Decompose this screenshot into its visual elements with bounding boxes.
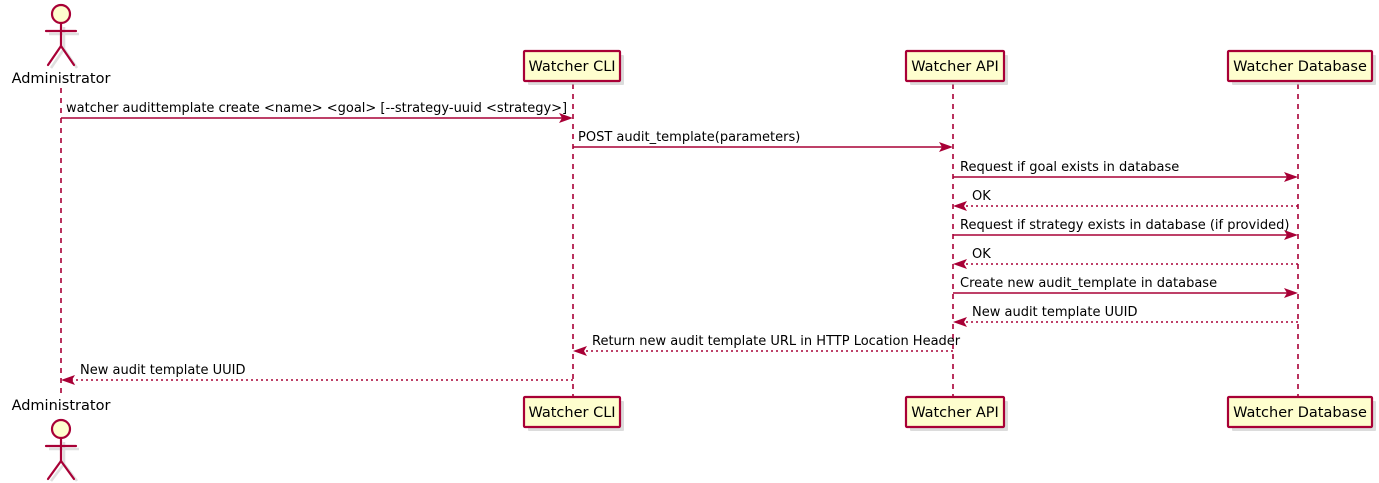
- arrowhead-right-icon: [1284, 288, 1298, 298]
- actor-admin-bottom-shadow: [49, 442, 79, 482]
- actor-body-icon: [44, 436, 78, 481]
- arrowhead-right-icon: [1284, 172, 1298, 182]
- message-9[interactable]: Return new audit template URL in HTTP Lo…: [573, 334, 961, 356]
- message-2[interactable]: POST audit_template(parameters): [573, 130, 953, 152]
- arrowhead-left-icon: [953, 317, 967, 327]
- message-3[interactable]: Request if goal exists in database: [953, 160, 1298, 182]
- message-10[interactable]: New audit template UUID: [61, 363, 573, 385]
- actor-body-icon: [44, 21, 78, 67]
- participant-label-api: Watcher API: [911, 59, 999, 75]
- participant-label-db: Watcher Database: [1233, 59, 1367, 75]
- message-5[interactable]: Request if strategy exists in database (…: [953, 218, 1298, 240]
- actor-label-admin-bottom: Administrator: [12, 398, 111, 414]
- message-label: watcher audittemplate create <name> <goa…: [66, 101, 567, 116]
- message-label: Return new audit template URL in HTTP Lo…: [592, 334, 961, 349]
- participant-label-cli: Watcher CLI: [528, 59, 615, 75]
- participant-box-cli[interactable]: [522, 49, 622, 83]
- arrowhead-left-icon: [61, 375, 75, 385]
- participant-label-cli: Watcher CLI: [528, 405, 615, 421]
- message-7[interactable]: Create new audit_template in database: [953, 276, 1298, 298]
- participant-api-bottom[interactable]: Watcher API: [904, 395, 1008, 431]
- participant-cli-top[interactable]: Watcher CLI: [522, 49, 624, 85]
- arrowhead-right-icon: [1284, 230, 1298, 240]
- participant-cli-bottom[interactable]: Watcher CLI: [522, 395, 624, 431]
- participant-box-db[interactable]: [1226, 395, 1374, 429]
- participant-box-cli[interactable]: [522, 395, 622, 429]
- message-label: New audit template UUID: [972, 305, 1137, 320]
- participant-db-top[interactable]: Watcher Database: [1226, 49, 1376, 85]
- message-6[interactable]: OK: [953, 247, 1298, 269]
- message-label: New audit template UUID: [80, 363, 245, 378]
- message-label: OK: [972, 247, 991, 262]
- actor-head-icon: [50, 418, 72, 440]
- participant-label-api: Watcher API: [911, 405, 999, 421]
- actor-label-admin-top: Administrator: [12, 71, 111, 87]
- message-label: OK: [972, 189, 991, 204]
- participant-box-api[interactable]: [904, 49, 1006, 83]
- message-label: Request if goal exists in database: [960, 160, 1179, 175]
- actor-head-icon: [50, 3, 72, 25]
- message-1[interactable]: watcher audittemplate create <name> <goa…: [61, 101, 573, 123]
- actor-admin-bottom[interactable]: Administrator: [12, 398, 111, 482]
- participant-box-db[interactable]: [1226, 49, 1374, 83]
- participant-db-bottom[interactable]: Watcher Database: [1226, 395, 1376, 431]
- message-label: Request if strategy exists in database (…: [960, 218, 1289, 233]
- message-label: Create new audit_template in database: [960, 276, 1217, 291]
- arrowhead-right-icon: [559, 113, 573, 123]
- arrowhead-left-icon: [953, 259, 967, 269]
- actor-admin-top-shadow: [49, 27, 79, 69]
- message-label: POST audit_template(parameters): [578, 130, 800, 145]
- arrowhead-left-icon: [953, 201, 967, 211]
- actor-admin-top[interactable]: Administrator: [12, 3, 111, 87]
- participant-box-api[interactable]: [904, 395, 1006, 429]
- message-4[interactable]: OK: [953, 189, 1298, 211]
- arrowhead-left-icon: [573, 346, 587, 356]
- message-8[interactable]: New audit template UUID: [953, 305, 1298, 327]
- arrowhead-right-icon: [939, 142, 953, 152]
- lifelines: [60, 84, 1299, 396]
- participant-api-top[interactable]: Watcher API: [904, 49, 1008, 85]
- participant-label-db: Watcher Database: [1233, 405, 1367, 421]
